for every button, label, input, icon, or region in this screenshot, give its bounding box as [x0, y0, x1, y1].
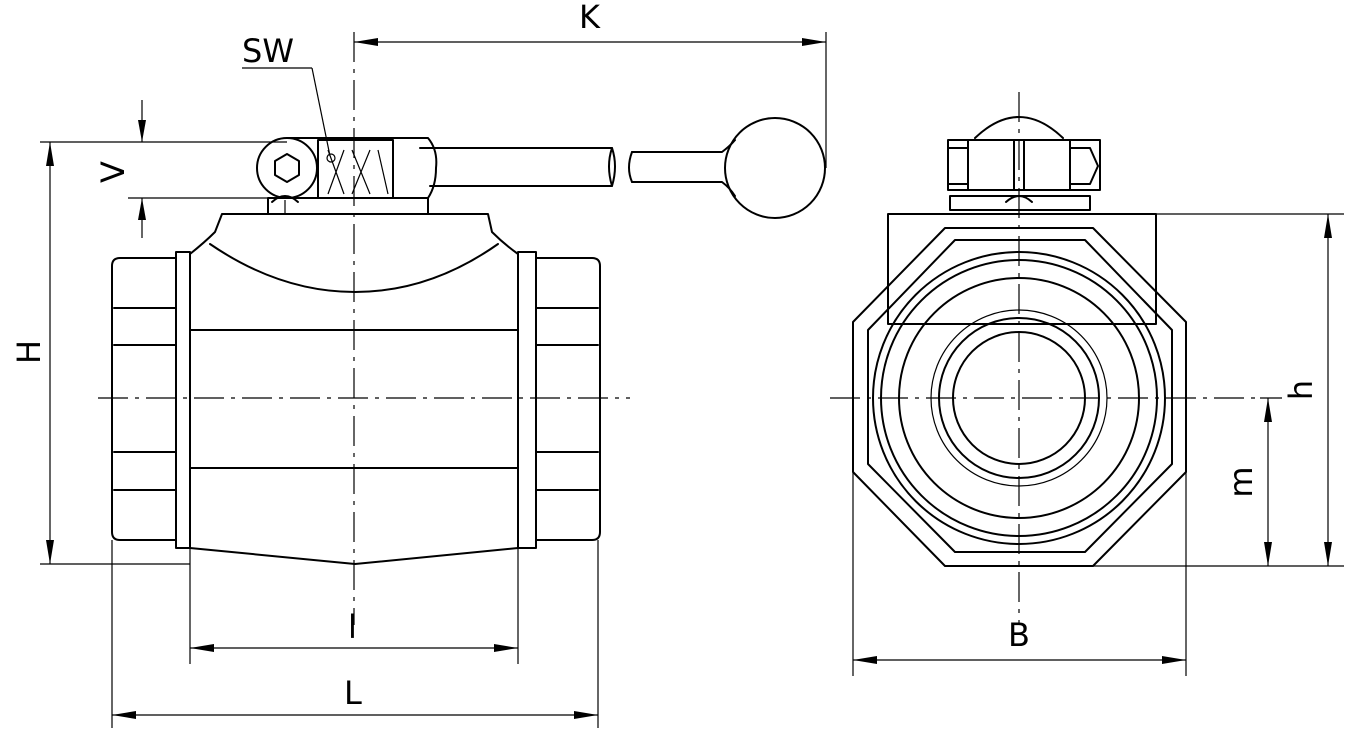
label-sw: SW [242, 32, 294, 70]
left-end-connector [111, 257, 177, 541]
handle-hub [286, 137, 438, 199]
handle-ball-grip [724, 117, 826, 219]
dimensions [40, 32, 1344, 728]
handle-pivot [256, 137, 318, 199]
side-view [830, 92, 1260, 625]
label-l-large: L [344, 674, 362, 712]
front-view [98, 32, 826, 625]
label-m: m [1222, 466, 1260, 497]
right-end-connector [535, 257, 601, 541]
side-body [887, 213, 1157, 325]
hex-socket-icon [274, 153, 300, 183]
label-v: V [94, 161, 132, 183]
label-k: K [579, 0, 601, 36]
dimension-labels: K SW V H l L B h m [10, 0, 1320, 712]
valve-body [189, 213, 519, 565]
label-h-upper: H [10, 340, 48, 364]
label-h-lower: h [1282, 380, 1320, 400]
label-l-small: l [348, 608, 357, 646]
label-b: B [1008, 616, 1030, 654]
handle-lever [419, 147, 616, 187]
